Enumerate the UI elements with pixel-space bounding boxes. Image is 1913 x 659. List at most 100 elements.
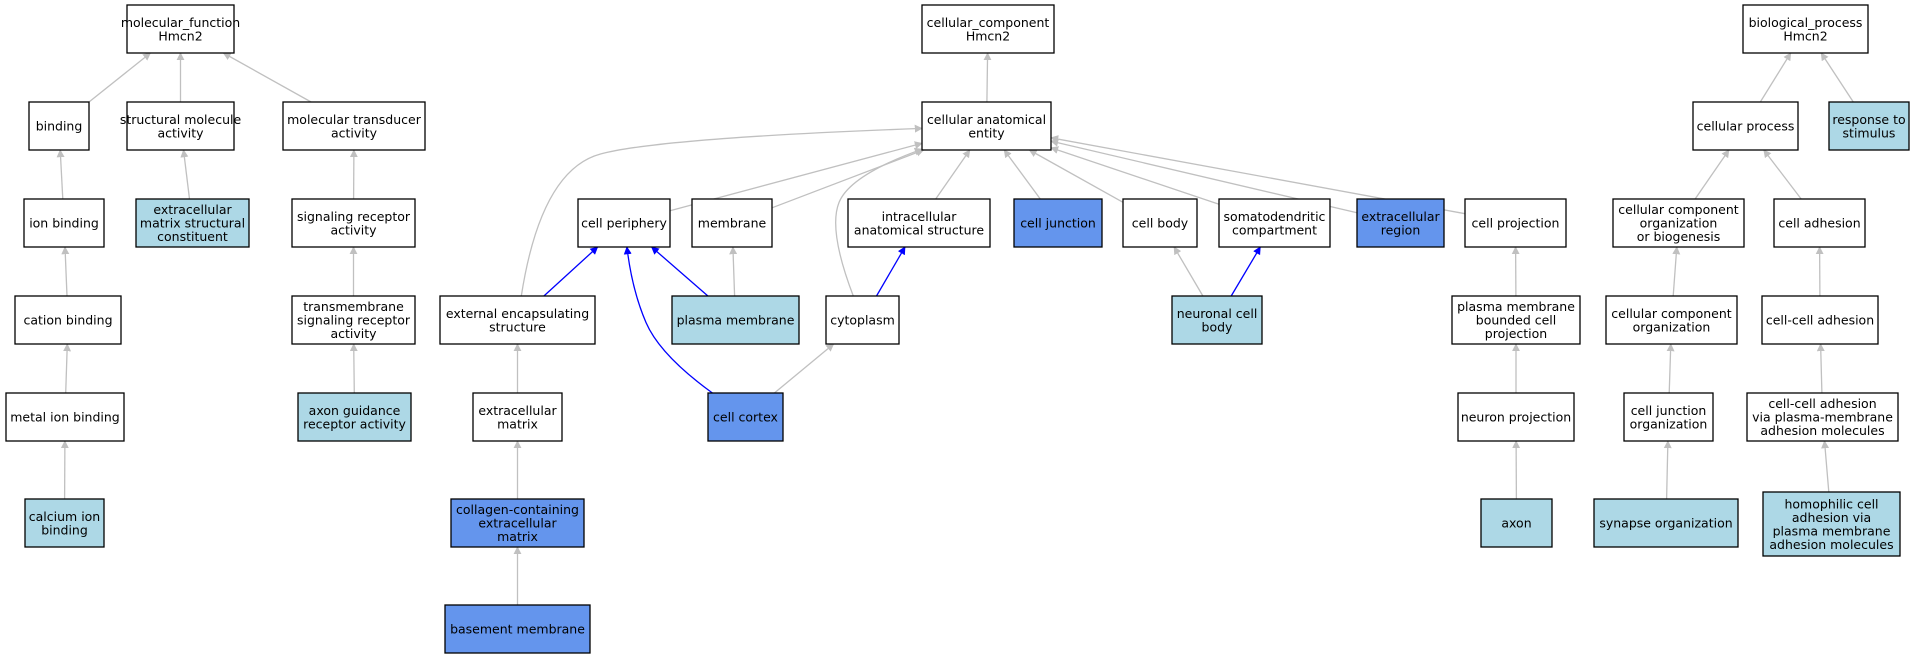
node-cj[interactable]: cell junction: [1013, 198, 1103, 248]
node-box: [291, 295, 416, 345]
node-box: [1122, 198, 1198, 248]
node-label-line: ion binding: [29, 216, 99, 231]
node-axon[interactable]: axon: [1480, 498, 1553, 548]
edge-cjo-to-cco: [1666, 343, 1675, 394]
node-ccortex[interactable]: cell cortex: [707, 392, 784, 442]
node-box: [1593, 498, 1739, 548]
node-box: [1451, 295, 1581, 345]
node-label-line: somatodendritic: [1224, 209, 1326, 224]
edge-syno-to-cjo: [1663, 440, 1672, 500]
node-box: [1773, 198, 1866, 248]
node-label-line: cell adhesion: [1778, 216, 1860, 231]
node-label-line: cytoplasm: [830, 313, 895, 328]
node-cper[interactable]: cell periphery: [577, 198, 671, 248]
edge-cco-to-ccob: [1672, 246, 1681, 297]
node-label-line: region: [1381, 222, 1421, 237]
node-metb[interactable]: metal ion binding: [5, 392, 125, 442]
edge-cae-to-cc: [983, 52, 992, 103]
node-label-line: collagen-containing: [456, 502, 579, 517]
node-cbody[interactable]: cell body: [1122, 198, 1198, 248]
node-label-line: body: [1202, 319, 1234, 334]
edge-ncb-to-cbody: [1173, 246, 1204, 297]
node-cp[interactable]: cellular process: [1692, 101, 1799, 151]
node-label-line: Hmcn2: [158, 28, 202, 43]
edge-cadh-to-cp: [1763, 149, 1802, 200]
node-label-line: cellular component: [1618, 202, 1738, 217]
edge-line: [1821, 440, 1830, 493]
node-binding[interactable]: binding: [28, 101, 90, 151]
node-box: [472, 392, 563, 442]
edge-line: [729, 246, 738, 297]
node-label-line: cellular_component: [927, 15, 1050, 30]
node-nproj[interactable]: neuron projection: [1457, 392, 1575, 442]
edge-line: [222, 52, 312, 103]
edge-rts-to-bp: [1820, 52, 1854, 103]
node-label-line: activity: [330, 326, 377, 341]
node-ccadh[interactable]: cell-cell adhesion: [1761, 295, 1879, 345]
node-box: [1480, 498, 1553, 548]
node-label-line: entity: [968, 125, 1005, 140]
edge-ccortex-to-cper: [623, 246, 713, 394]
node-box: [14, 295, 122, 345]
node-label-line: cell body: [1132, 216, 1189, 231]
node-box: [1746, 392, 1899, 442]
node-label-line: extracellular: [153, 202, 232, 217]
edge-line: [88, 52, 152, 103]
edge-line: [1694, 149, 1730, 200]
node-box: [825, 295, 900, 345]
node-label-line: adhesion via: [1792, 510, 1871, 525]
edge-line: [623, 246, 713, 394]
edge-line: [835, 147, 923, 297]
node-catb[interactable]: cation binding: [14, 295, 122, 345]
node-ionb[interactable]: ion binding: [23, 198, 105, 248]
node-pm[interactable]: plasma membrane: [671, 295, 800, 345]
node-label-line: neuron projection: [1461, 410, 1571, 425]
node-label-line: biological_process: [1749, 15, 1863, 30]
node-label-line: anatomical structure: [854, 222, 984, 237]
node-label-line: cation binding: [23, 313, 112, 328]
node-memb[interactable]: membrane: [691, 198, 773, 248]
edge-ecmsc-to-sma: [180, 149, 191, 200]
node-label-line: cell cortex: [713, 410, 778, 425]
node-box: [444, 604, 591, 654]
node-label-line: stimulus: [1843, 125, 1896, 140]
node-bm[interactable]: basement membrane: [444, 604, 591, 654]
node-label-line: organization: [1640, 216, 1718, 231]
node-syno[interactable]: synapse organization: [1593, 498, 1739, 548]
edge-line: [543, 246, 599, 297]
edge-line: [1663, 440, 1672, 500]
node-cyto[interactable]: cytoplasm: [825, 295, 900, 345]
node-cproj[interactable]: cell projection: [1464, 198, 1567, 248]
node-box: [1761, 295, 1879, 345]
node-cadh[interactable]: cell adhesion: [1773, 198, 1866, 248]
node-box: [921, 101, 1052, 151]
node-box: [135, 198, 250, 248]
node-label-line: metal ion binding: [10, 410, 120, 425]
